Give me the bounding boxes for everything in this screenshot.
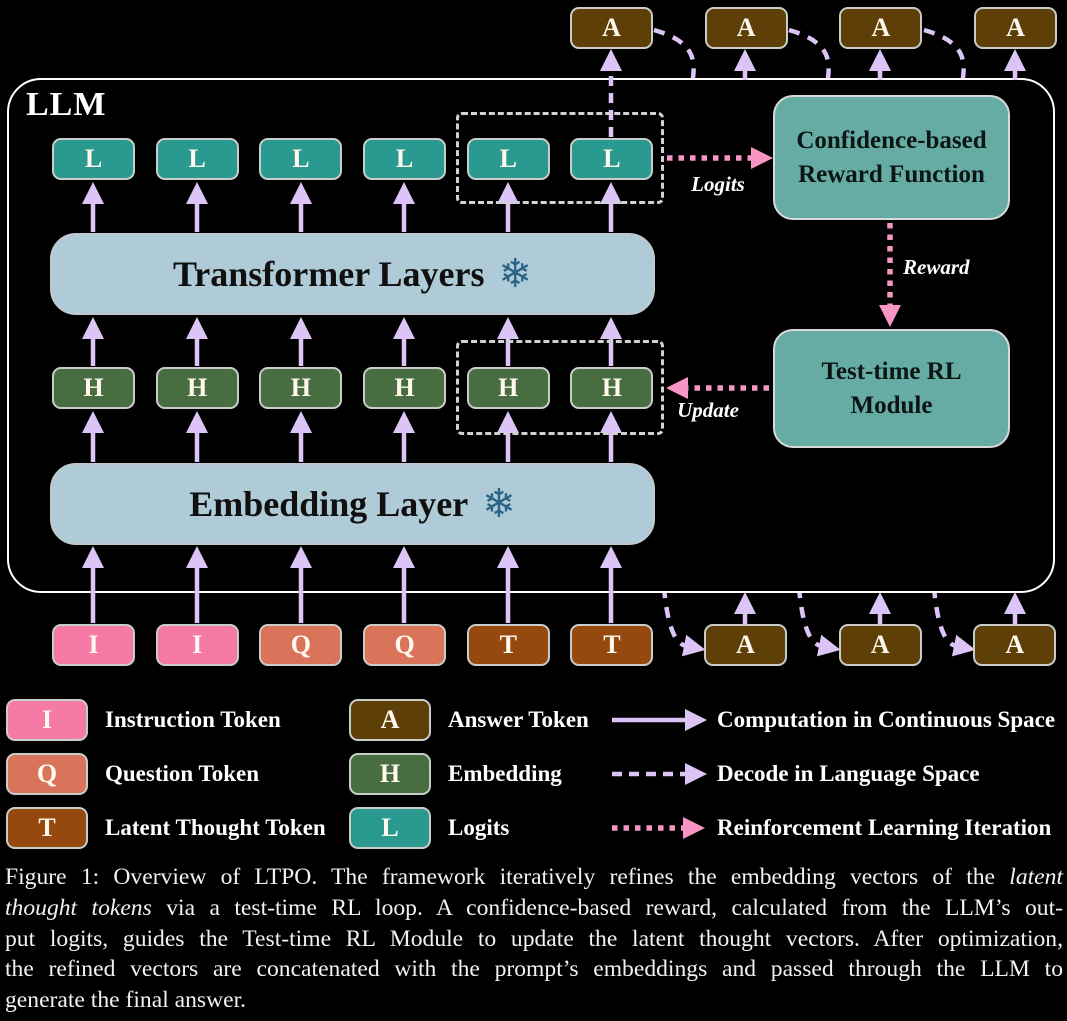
- embedding-box: H: [466, 367, 550, 409]
- rl-module-box: Test-time RL Module: [773, 329, 1010, 448]
- legend-item-label: Latent Thought Token: [105, 815, 326, 840]
- legend-swatch: A: [349, 699, 431, 741]
- legend-item-label: Embedding: [448, 761, 562, 786]
- legend-item-label: Question Token: [105, 761, 260, 786]
- legend-swatch: I: [6, 699, 88, 741]
- answer-token-box: A: [838, 624, 922, 666]
- legend-item: I Instruction Token: [6, 699, 326, 741]
- legend-item: L Logits: [349, 807, 589, 849]
- input-token-box: Q: [259, 624, 343, 666]
- transformer-layers-label: Transformer Layers: [172, 254, 485, 294]
- input-token-box: I: [155, 624, 239, 666]
- legend-arrow-label: Decode in Language Space: [717, 761, 980, 786]
- legend-item: Q Question Token: [6, 753, 326, 795]
- dashed-focus-box-embedding: [456, 340, 664, 435]
- reward-function-box: Confidence-based Reward Function: [773, 95, 1010, 220]
- answer-token-box: A: [974, 7, 1058, 49]
- snowflake-icon: ❄: [482, 481, 516, 527]
- caption-line: Figure 1: Overview of LTPO. The framewor…: [5, 864, 1063, 890]
- embedding-box: H: [570, 367, 654, 409]
- logits-box: L: [466, 138, 550, 180]
- caption-line: generate the final answer.: [5, 987, 247, 1014]
- reward-function-label-line2: Reward Function: [798, 160, 985, 188]
- legend-swatch: H: [349, 753, 431, 795]
- dashed-focus-box-logits: [456, 112, 664, 204]
- answer-token-box: A: [704, 7, 788, 49]
- transformer-layers-box: Transformer Layers ❄: [50, 233, 655, 315]
- legend-swatch: L: [349, 807, 431, 849]
- logits-box: L: [52, 138, 135, 180]
- reward-edge-label: Reward: [903, 255, 970, 279]
- logits-box: L: [259, 138, 343, 180]
- legend-item: A Answer Token: [349, 699, 589, 741]
- logits-box: L: [570, 138, 654, 180]
- rl-module-label-line2: Module: [850, 391, 933, 419]
- update-edge-label: Update: [677, 398, 739, 422]
- answer-token-box: A: [570, 7, 653, 49]
- legend-item-label: Instruction Token: [105, 707, 281, 732]
- answer-token-box: A: [839, 7, 923, 49]
- logits-box: L: [363, 138, 447, 180]
- caption-line: thought tokens via a test-time RL loop. …: [5, 894, 1063, 921]
- legend-swatch: T: [6, 807, 88, 849]
- embedding-box: H: [259, 367, 343, 409]
- legend-swatch: Q: [6, 753, 88, 795]
- embedding-layer-box: Embedding Layer ❄: [50, 463, 655, 545]
- input-token-box: I: [52, 624, 135, 666]
- answer-token-box: A: [973, 624, 1057, 666]
- caption-line: the refined vectors are concatenated wit…: [5, 956, 1063, 983]
- legend-item-label: Logits: [448, 815, 510, 840]
- llm-label: LLM: [26, 86, 107, 123]
- embedding-box: H: [155, 367, 239, 409]
- legend-item: H Embedding: [349, 753, 589, 795]
- legend-arrow-label: Reinforcement Learning Iteration: [717, 815, 1052, 840]
- input-token-box: T: [570, 624, 654, 666]
- decode-arrows: [600, 49, 1026, 137]
- legend-item: T Latent Thought Token: [6, 807, 326, 849]
- logits-box: L: [155, 138, 239, 180]
- computation-arrows: [82, 182, 1026, 624]
- input-token-box: T: [466, 624, 550, 666]
- legend-item-label: Answer Token: [448, 707, 589, 732]
- caption-line: put logits, guides the Test-time RL Modu…: [5, 925, 1063, 952]
- rl-module-label-line1: Test-time RL: [821, 357, 962, 385]
- legend-arrow-label: Computation in Continuous Space: [717, 707, 1056, 732]
- logits-edge-label: Logits: [691, 172, 745, 196]
- embedding-box: H: [52, 367, 135, 409]
- embedding-layer-label: Embedding Layer: [189, 484, 469, 524]
- embedding-box: H: [363, 367, 447, 409]
- figure-caption: Figure 1: Overview of LTPO. The framewor…: [5, 862, 1063, 1016]
- answer-token-box: A: [704, 624, 787, 666]
- input-token-box: Q: [363, 624, 447, 666]
- reward-function-label-line1: Confidence-based: [796, 126, 987, 154]
- snowflake-icon: ❄: [498, 251, 533, 297]
